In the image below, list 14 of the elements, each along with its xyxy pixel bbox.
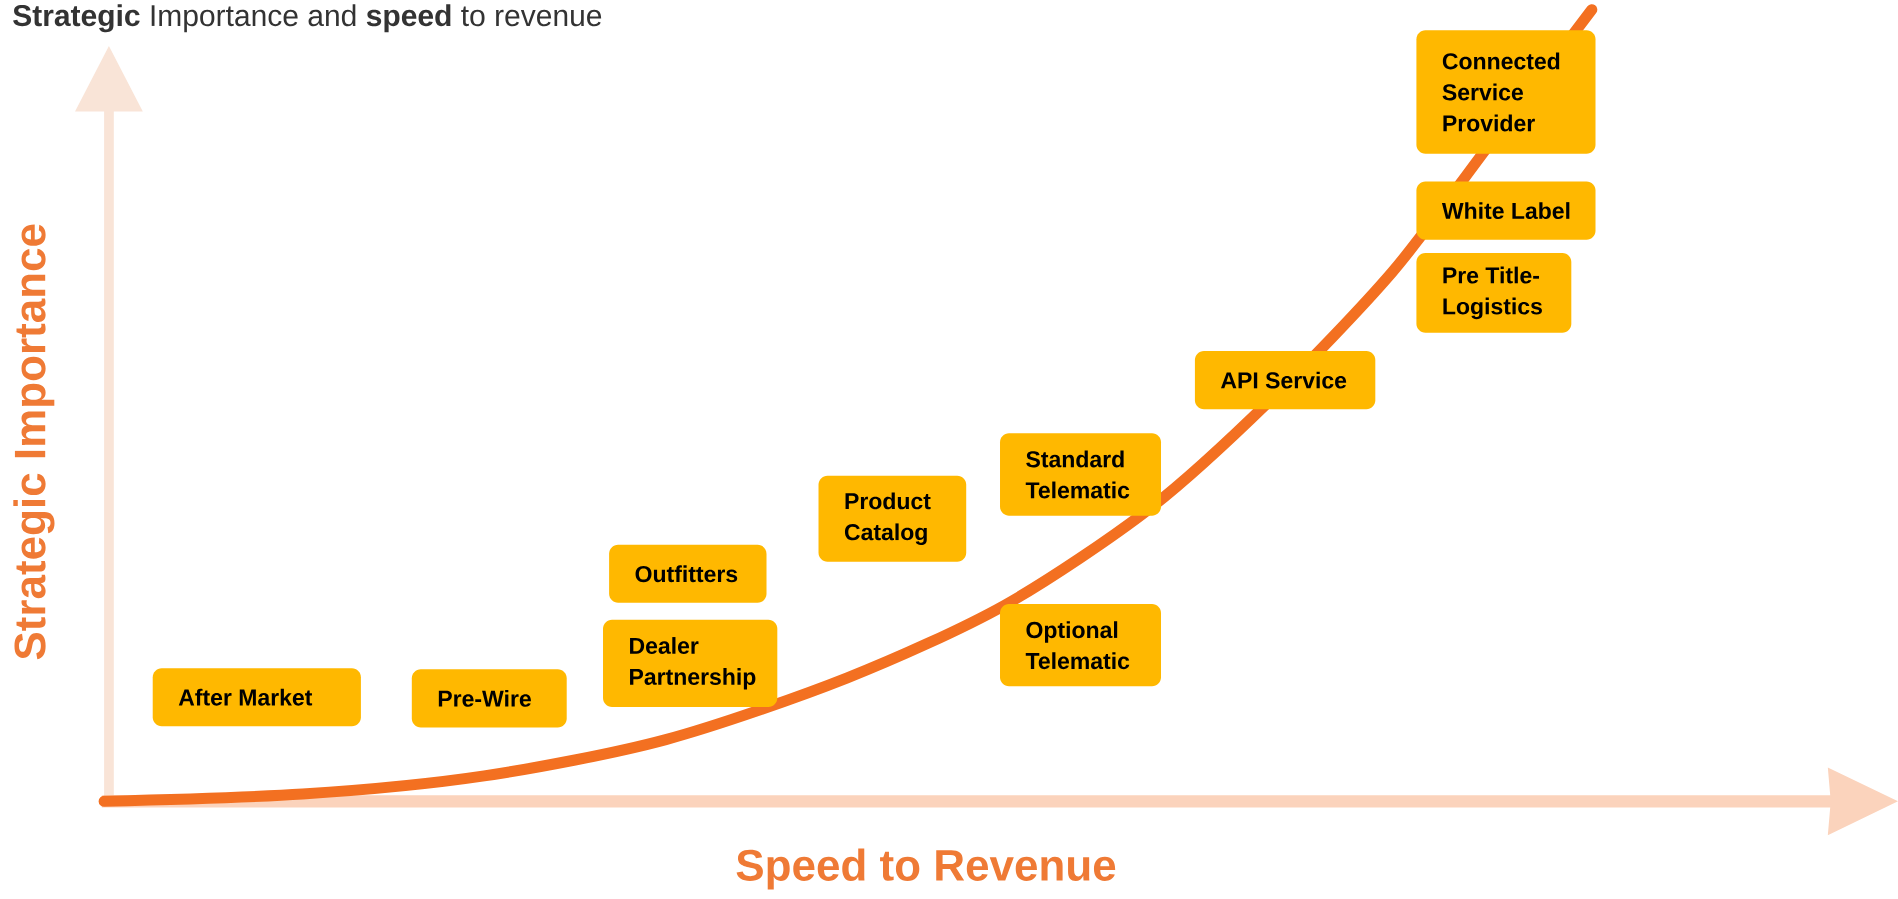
label-box: Standard Telematic (1000, 433, 1161, 516)
label-box: White Label (1416, 181, 1596, 240)
label-box: Pre Title-Logistics (1416, 252, 1572, 333)
title: Strategic Importance and speed to revenue (13, 4, 602, 33)
label-box: After Market (152, 668, 361, 727)
label-box: API Service (1194, 351, 1376, 410)
label-box: Product Catalog (818, 475, 967, 562)
label-box: Outfitters (609, 544, 767, 603)
axis-label: Strategic Importance (13, 224, 55, 660)
axis-label: Speed to Revenue (736, 848, 1116, 890)
label-box: Pre-Wire (411, 669, 567, 728)
label-box: Optional Telematic (1000, 604, 1161, 687)
label-box: Dealer Partnership (603, 619, 778, 707)
label-box: Connected Service Provider (1416, 30, 1596, 154)
